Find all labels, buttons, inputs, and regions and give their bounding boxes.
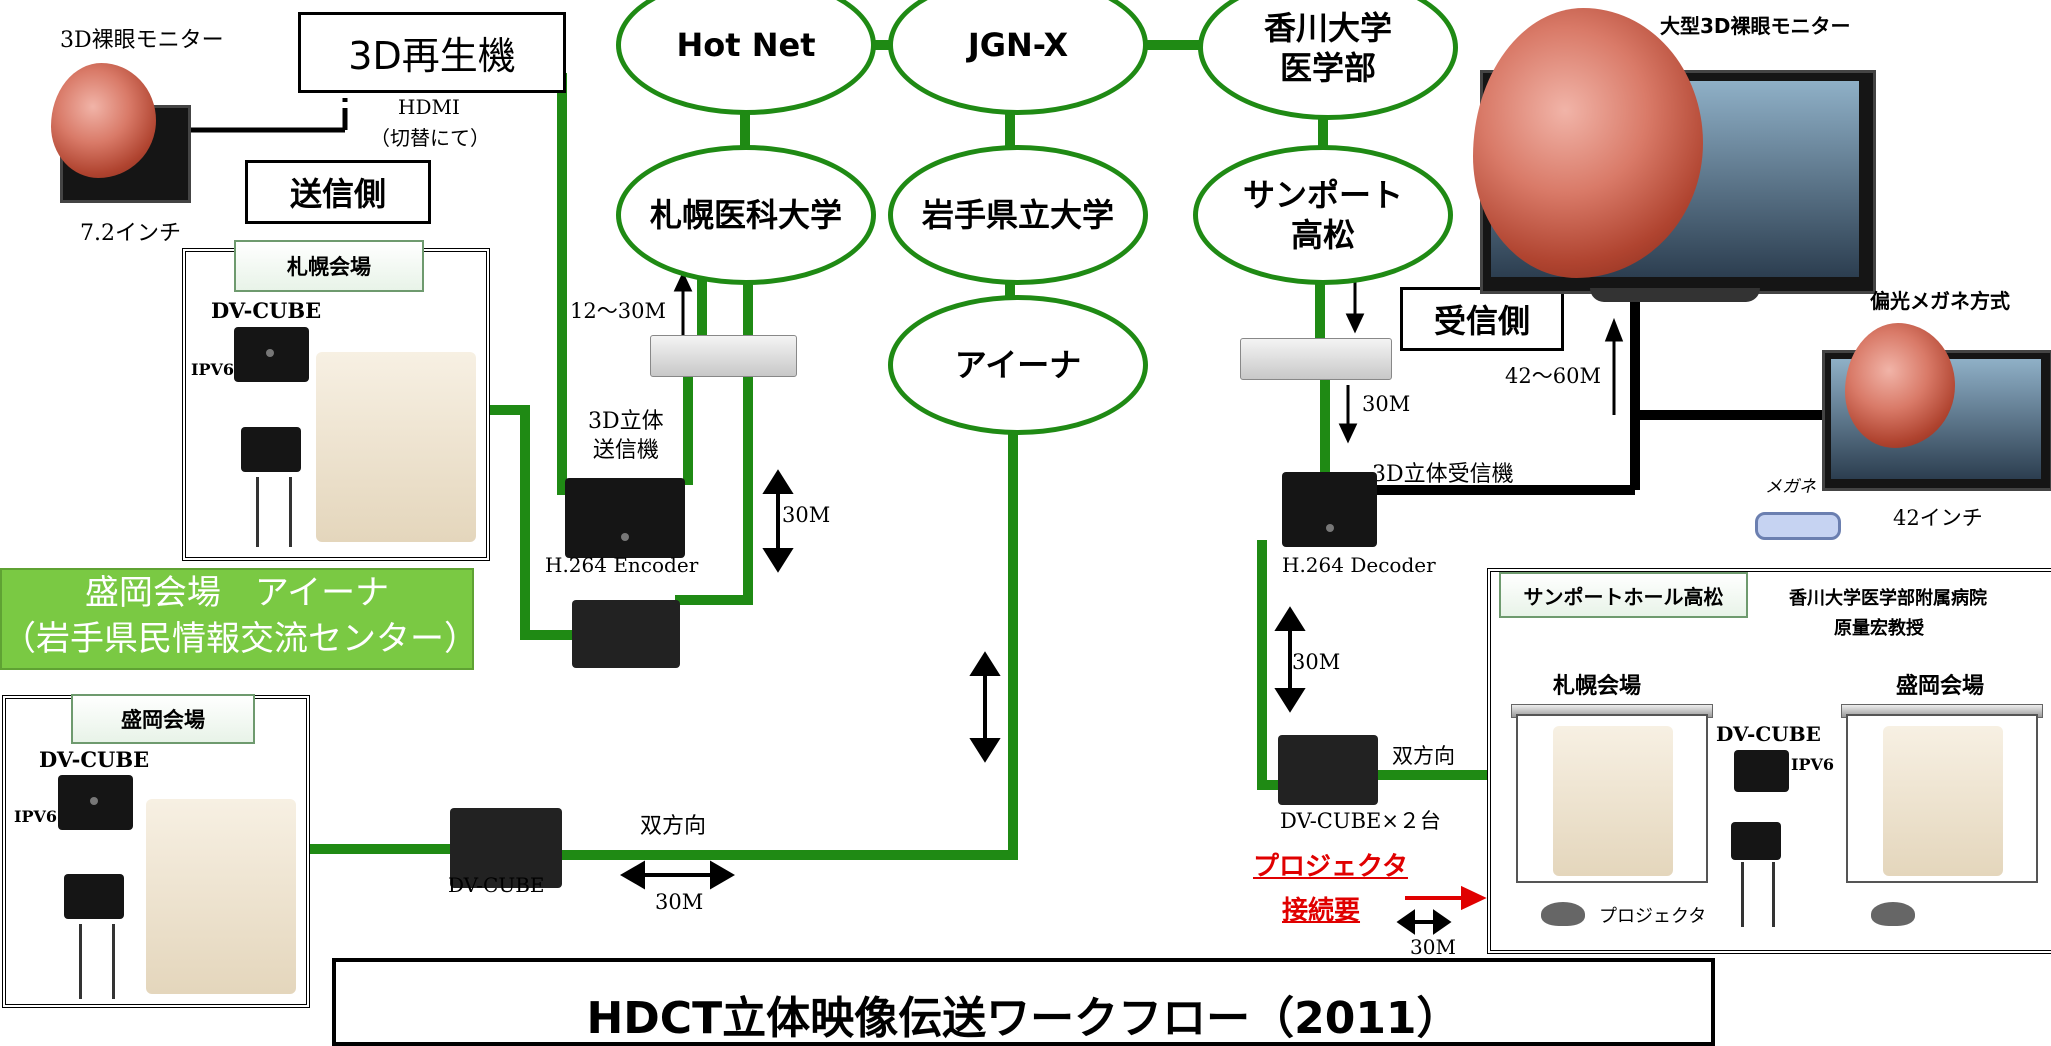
glasses-icon	[1755, 512, 1841, 540]
polarized-monitor-size: 42インチ	[1893, 506, 1983, 530]
screen2-title: 盛岡会場	[1896, 674, 1985, 699]
polarized-monitor	[1822, 323, 2051, 491]
morioka-dvcube-device	[58, 775, 133, 830]
sender-monitor-label: 3D裸眼モニター	[60, 28, 224, 53]
projector-required-line1: プロジェクタ	[1253, 852, 1408, 882]
dvcube-router-sender	[572, 600, 680, 668]
encoder-label: 3D立体 送信機	[588, 409, 664, 463]
dvcube-x2-device	[1278, 735, 1378, 805]
doctor-illustration	[316, 352, 476, 542]
node-sapporo-medical: 札幌医科大学	[616, 145, 876, 285]
sunport-hall-title: サンポートホール高松	[1499, 572, 1748, 618]
bw-down-label: 30M	[1362, 392, 1411, 416]
encoder-caption: H.264 Encoder	[545, 553, 699, 577]
node-kagawa-univ: 香川大学 医学部	[1198, 0, 1458, 120]
bottom-title-box: HDCT立体映像伝送ワークフロー（2011）	[332, 958, 1715, 1046]
network-links	[180, 40, 2041, 935]
tripod	[256, 477, 292, 547]
screen1-doctor-illustration	[1553, 726, 1673, 876]
decoder-label: 3D立体受信機	[1372, 462, 1514, 487]
morioka-camera-icon	[64, 874, 124, 919]
node-aina: アイーナ	[888, 295, 1148, 435]
hall-ipv6-label: IPV6	[1791, 755, 1835, 774]
small-3d-monitor	[51, 63, 191, 203]
h264-decoder-device	[1282, 472, 1377, 547]
morioka-bw-label: 30M	[655, 890, 704, 914]
network-switch-sender	[650, 335, 797, 377]
heart-image	[51, 63, 156, 178]
glasses-label: メガネ	[1765, 477, 1816, 497]
sender-side-label: 送信側	[245, 160, 431, 224]
morioka-bidir-label: 双方向	[640, 814, 707, 839]
polarized-label: 偏光メガネ方式	[1870, 289, 2010, 313]
screen2-display	[1846, 714, 2038, 883]
morioka-ipv6-label: IPV6	[14, 807, 58, 826]
morioka-tripod	[79, 924, 115, 999]
hospital-label: 香川大学医学部附属病院	[1789, 588, 1987, 609]
polarized-heart-image	[1845, 323, 1955, 448]
receiver-side-label: 受信側	[1400, 287, 1564, 351]
decoder-caption: H.264 Decoder	[1282, 553, 1436, 577]
morioka-dvcube-router	[450, 808, 562, 888]
morioka-banner: 盛岡会場 アイーナ （岩手県民情報交流センター）	[0, 568, 478, 670]
bw-up-label: 12～30M	[570, 299, 666, 323]
morioka-banner-line2: （岩手県民情報交流センター）	[2, 619, 478, 659]
morioka-dvcube-caption: DV-CUBE	[448, 873, 545, 897]
dvcube-label: DV-CUBE	[211, 298, 322, 323]
hdmi-label: HDMI	[398, 95, 460, 119]
node-hotnet: Hot Net	[616, 0, 876, 115]
node-iwate-univ: 岩手県立大学	[888, 145, 1148, 285]
h264-encoder-device	[565, 478, 685, 558]
hdmi-note: （切替にて）	[370, 126, 490, 150]
receiver-bidir-label: 双方向	[1392, 744, 1455, 768]
morioka-venue: 盛岡会場 DV-CUBE IPV6	[2, 694, 310, 1008]
professor-label: 原量宏教授	[1834, 618, 1924, 639]
3d-player-box: 3D再生機	[298, 12, 566, 93]
bw-encoder-label: 30M	[782, 503, 831, 527]
large-heart-image	[1473, 8, 1703, 278]
morioka-banner-line1: 盛岡会場 アイーナ	[84, 573, 390, 613]
bw-decoder-label: 30M	[1292, 650, 1341, 674]
projector-label: プロジェクタ	[1599, 906, 1707, 927]
hall-tripod	[1741, 862, 1775, 927]
projector2-icon	[1871, 902, 1915, 926]
large-3d-monitor	[1473, 8, 1876, 294]
node-jgnx: JGN-X	[888, 0, 1148, 115]
camera-icon	[241, 427, 301, 472]
hall-camera-icon	[1731, 822, 1781, 860]
hall-dvcube-label: DV-CUBE	[1716, 722, 1821, 746]
screen2-doctor-illustration	[1883, 726, 2003, 876]
morioka-doctor-illustration	[146, 799, 296, 994]
sunport-hall-venue: サンポートホール高松 香川大学医学部附属病院 原量宏教授 札幌会場 盛岡会場 D…	[1487, 568, 2051, 954]
network-switch-receiver	[1240, 338, 1392, 380]
sapporo-venue-title: 札幌会場	[234, 240, 424, 292]
bw-monitor-label: 42～60M	[1505, 364, 1601, 388]
sapporo-venue: 札幌会場 DV-CUBE IPV6	[182, 240, 490, 561]
bw-proj-label: 30M	[1410, 935, 1456, 959]
projector-required-line2: 接続要	[1282, 896, 1361, 926]
screen1-title: 札幌会場	[1553, 674, 1642, 699]
dvcube-x2-label: DV-CUBE×２台	[1280, 809, 1441, 833]
sender-monitor-size: 7.2インチ	[80, 221, 181, 246]
ipv6-label: IPV6	[191, 360, 235, 379]
node-sunport: サンポート 高松	[1193, 145, 1453, 285]
monitor-stand	[1590, 288, 1760, 302]
screen1-display	[1516, 714, 1708, 883]
bottom-title-text: HDCT立体映像伝送ワークフロー（2011）	[586, 993, 1461, 1044]
dvcube-device	[234, 327, 309, 382]
projector1-icon	[1541, 902, 1585, 926]
morioka-venue-title: 盛岡会場	[71, 694, 255, 744]
big-monitor-label: 大型3D裸眼モニター	[1660, 14, 1851, 38]
morioka-dvcube-label: DV-CUBE	[39, 747, 150, 772]
hall-dvcube-device	[1734, 750, 1789, 792]
